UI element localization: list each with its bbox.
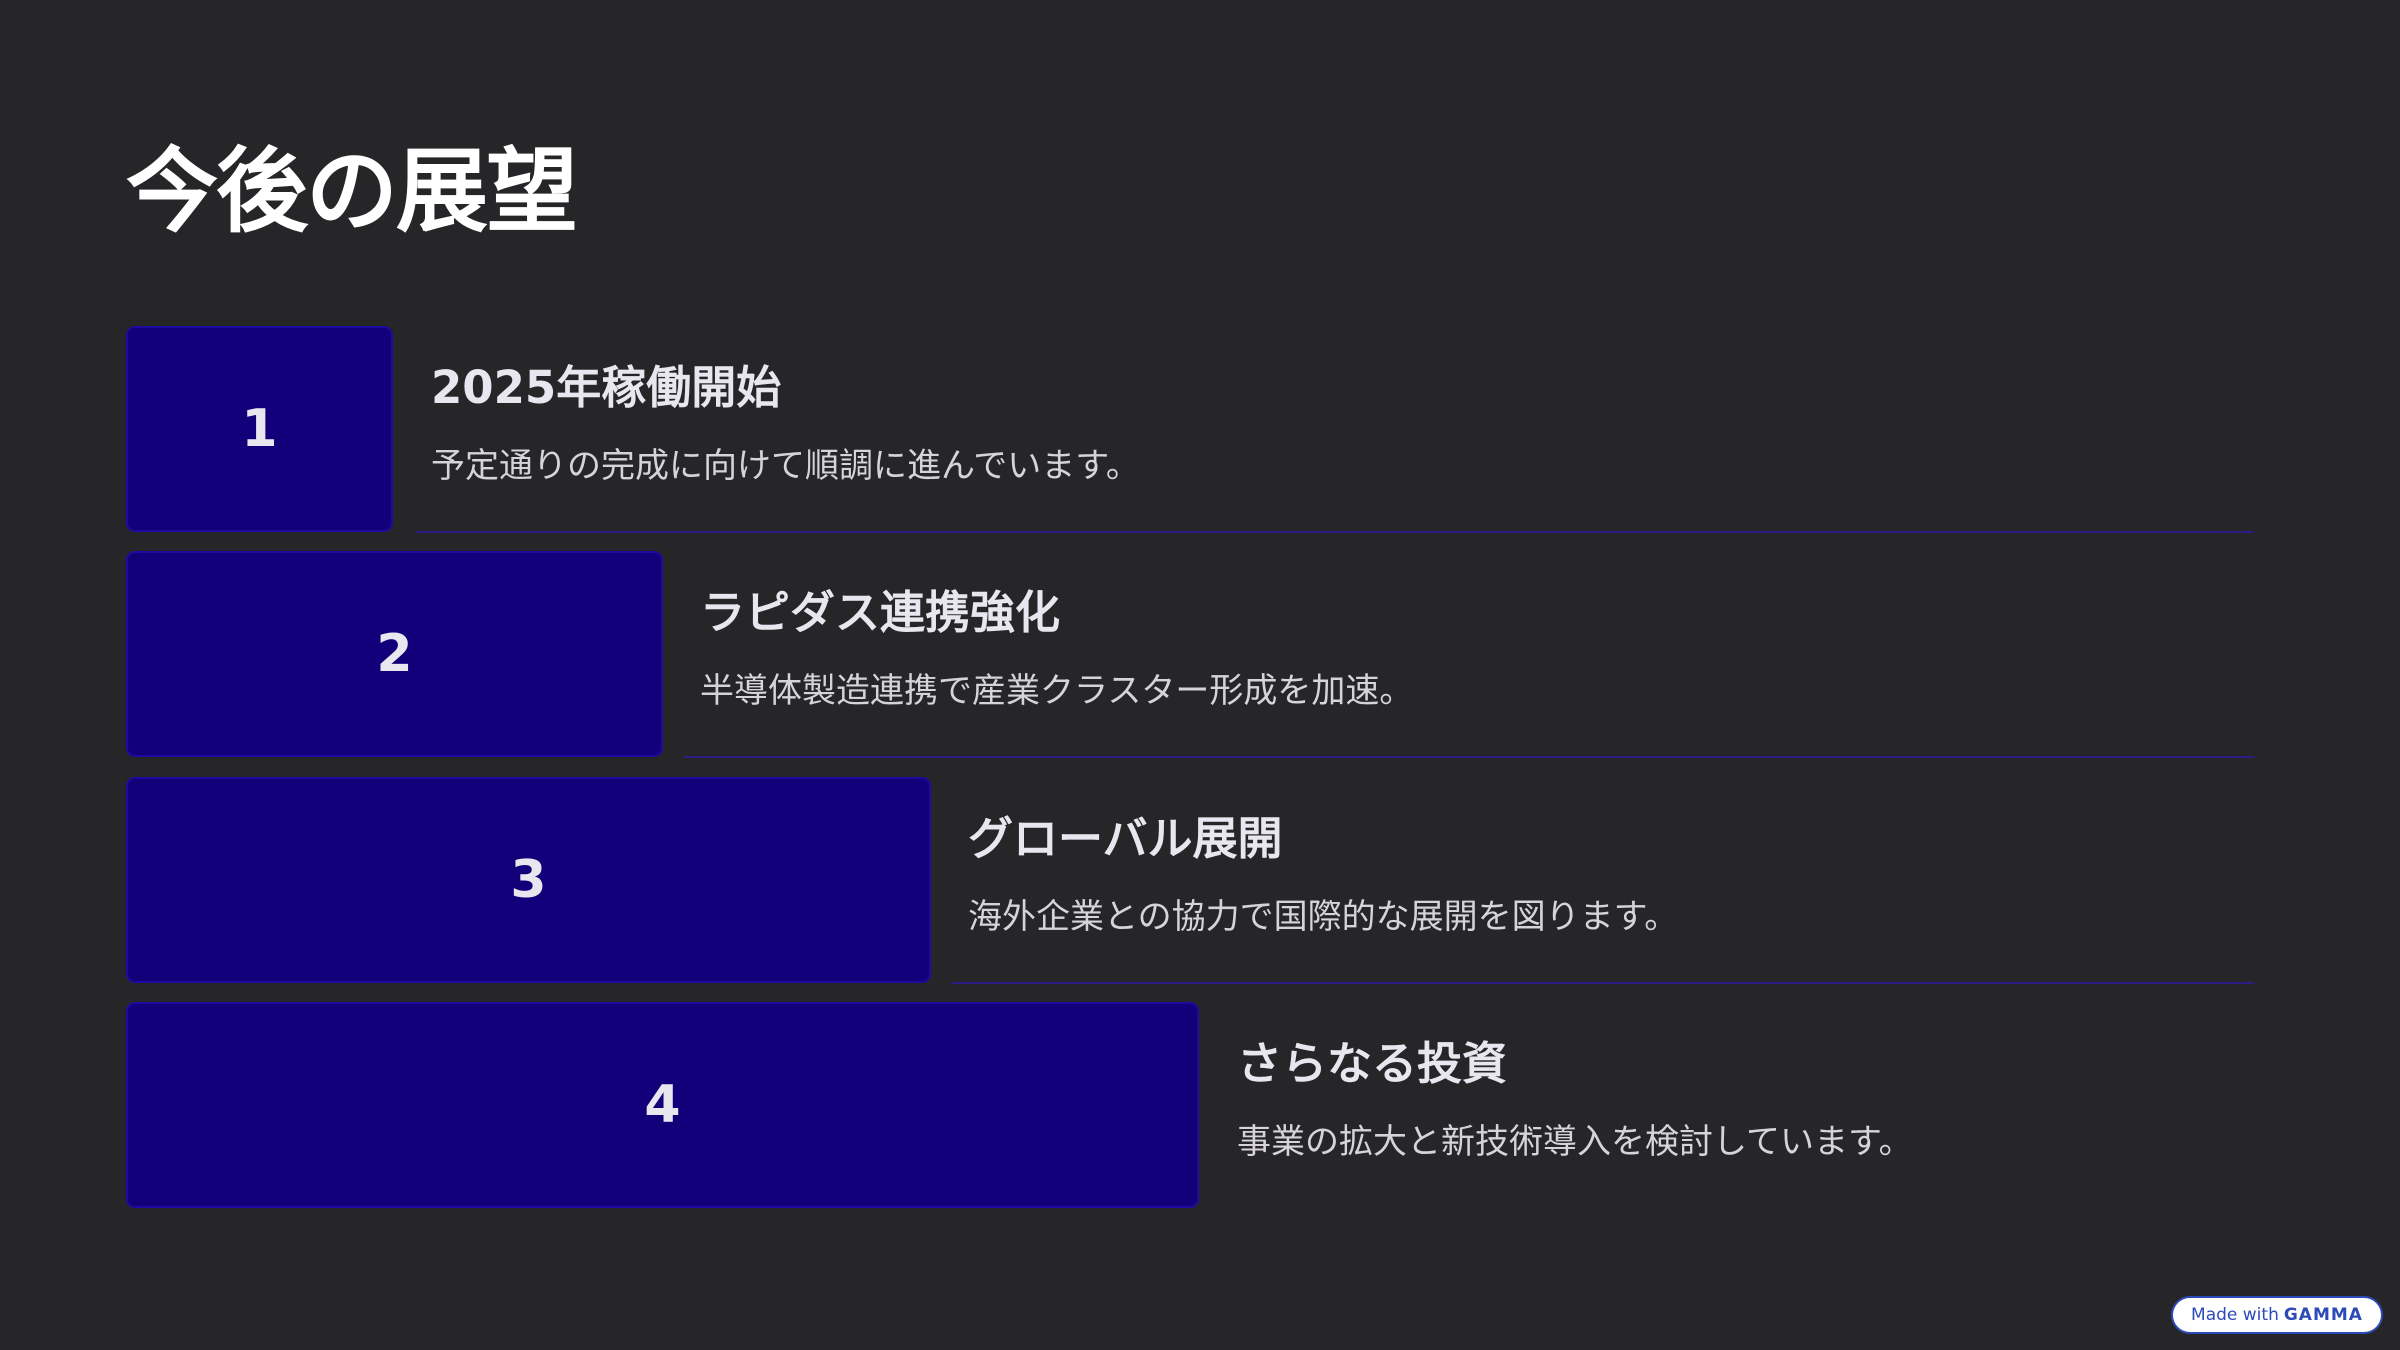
step-title: ラピダス連携強化 — [700, 586, 1061, 639]
step-number: 4 — [644, 1075, 681, 1135]
step-number: 1 — [241, 399, 278, 459]
gamma-logo: GAMMA — [2283, 1305, 2363, 1325]
made-with-gamma-badge[interactable]: Made with GAMMA — [2171, 1296, 2383, 1334]
step-number: 2 — [376, 624, 413, 684]
step-title: さらなる投資 — [1237, 1037, 1508, 1090]
step-description: 予定通りの完成に向けて順調に進んでいます。 — [431, 446, 1140, 486]
step-box-4: 4 — [126, 1002, 1199, 1208]
step-divider — [951, 982, 2254, 984]
step-divider — [684, 756, 2254, 758]
step-divider — [416, 531, 2254, 533]
step-title: グローバル展開 — [968, 812, 1283, 865]
step-box-3: 3 — [126, 777, 931, 983]
step-title: 2025年稼働開始 — [431, 361, 782, 414]
step-description: 海外企業との協力で国際的な展開を図ります。 — [968, 897, 1679, 937]
step-description: 半導体製造連携で産業クラスター形成を加速。 — [700, 671, 1414, 711]
step-number: 3 — [510, 850, 547, 910]
step-box-1: 1 — [126, 326, 393, 532]
step-box-2: 2 — [126, 551, 663, 757]
step-description: 事業の拡大と新技術導入を検討しています。 — [1237, 1122, 1913, 1162]
slide-title: 今後の展望 — [126, 138, 578, 245]
badge-prefix: Made with — [2191, 1305, 2279, 1325]
